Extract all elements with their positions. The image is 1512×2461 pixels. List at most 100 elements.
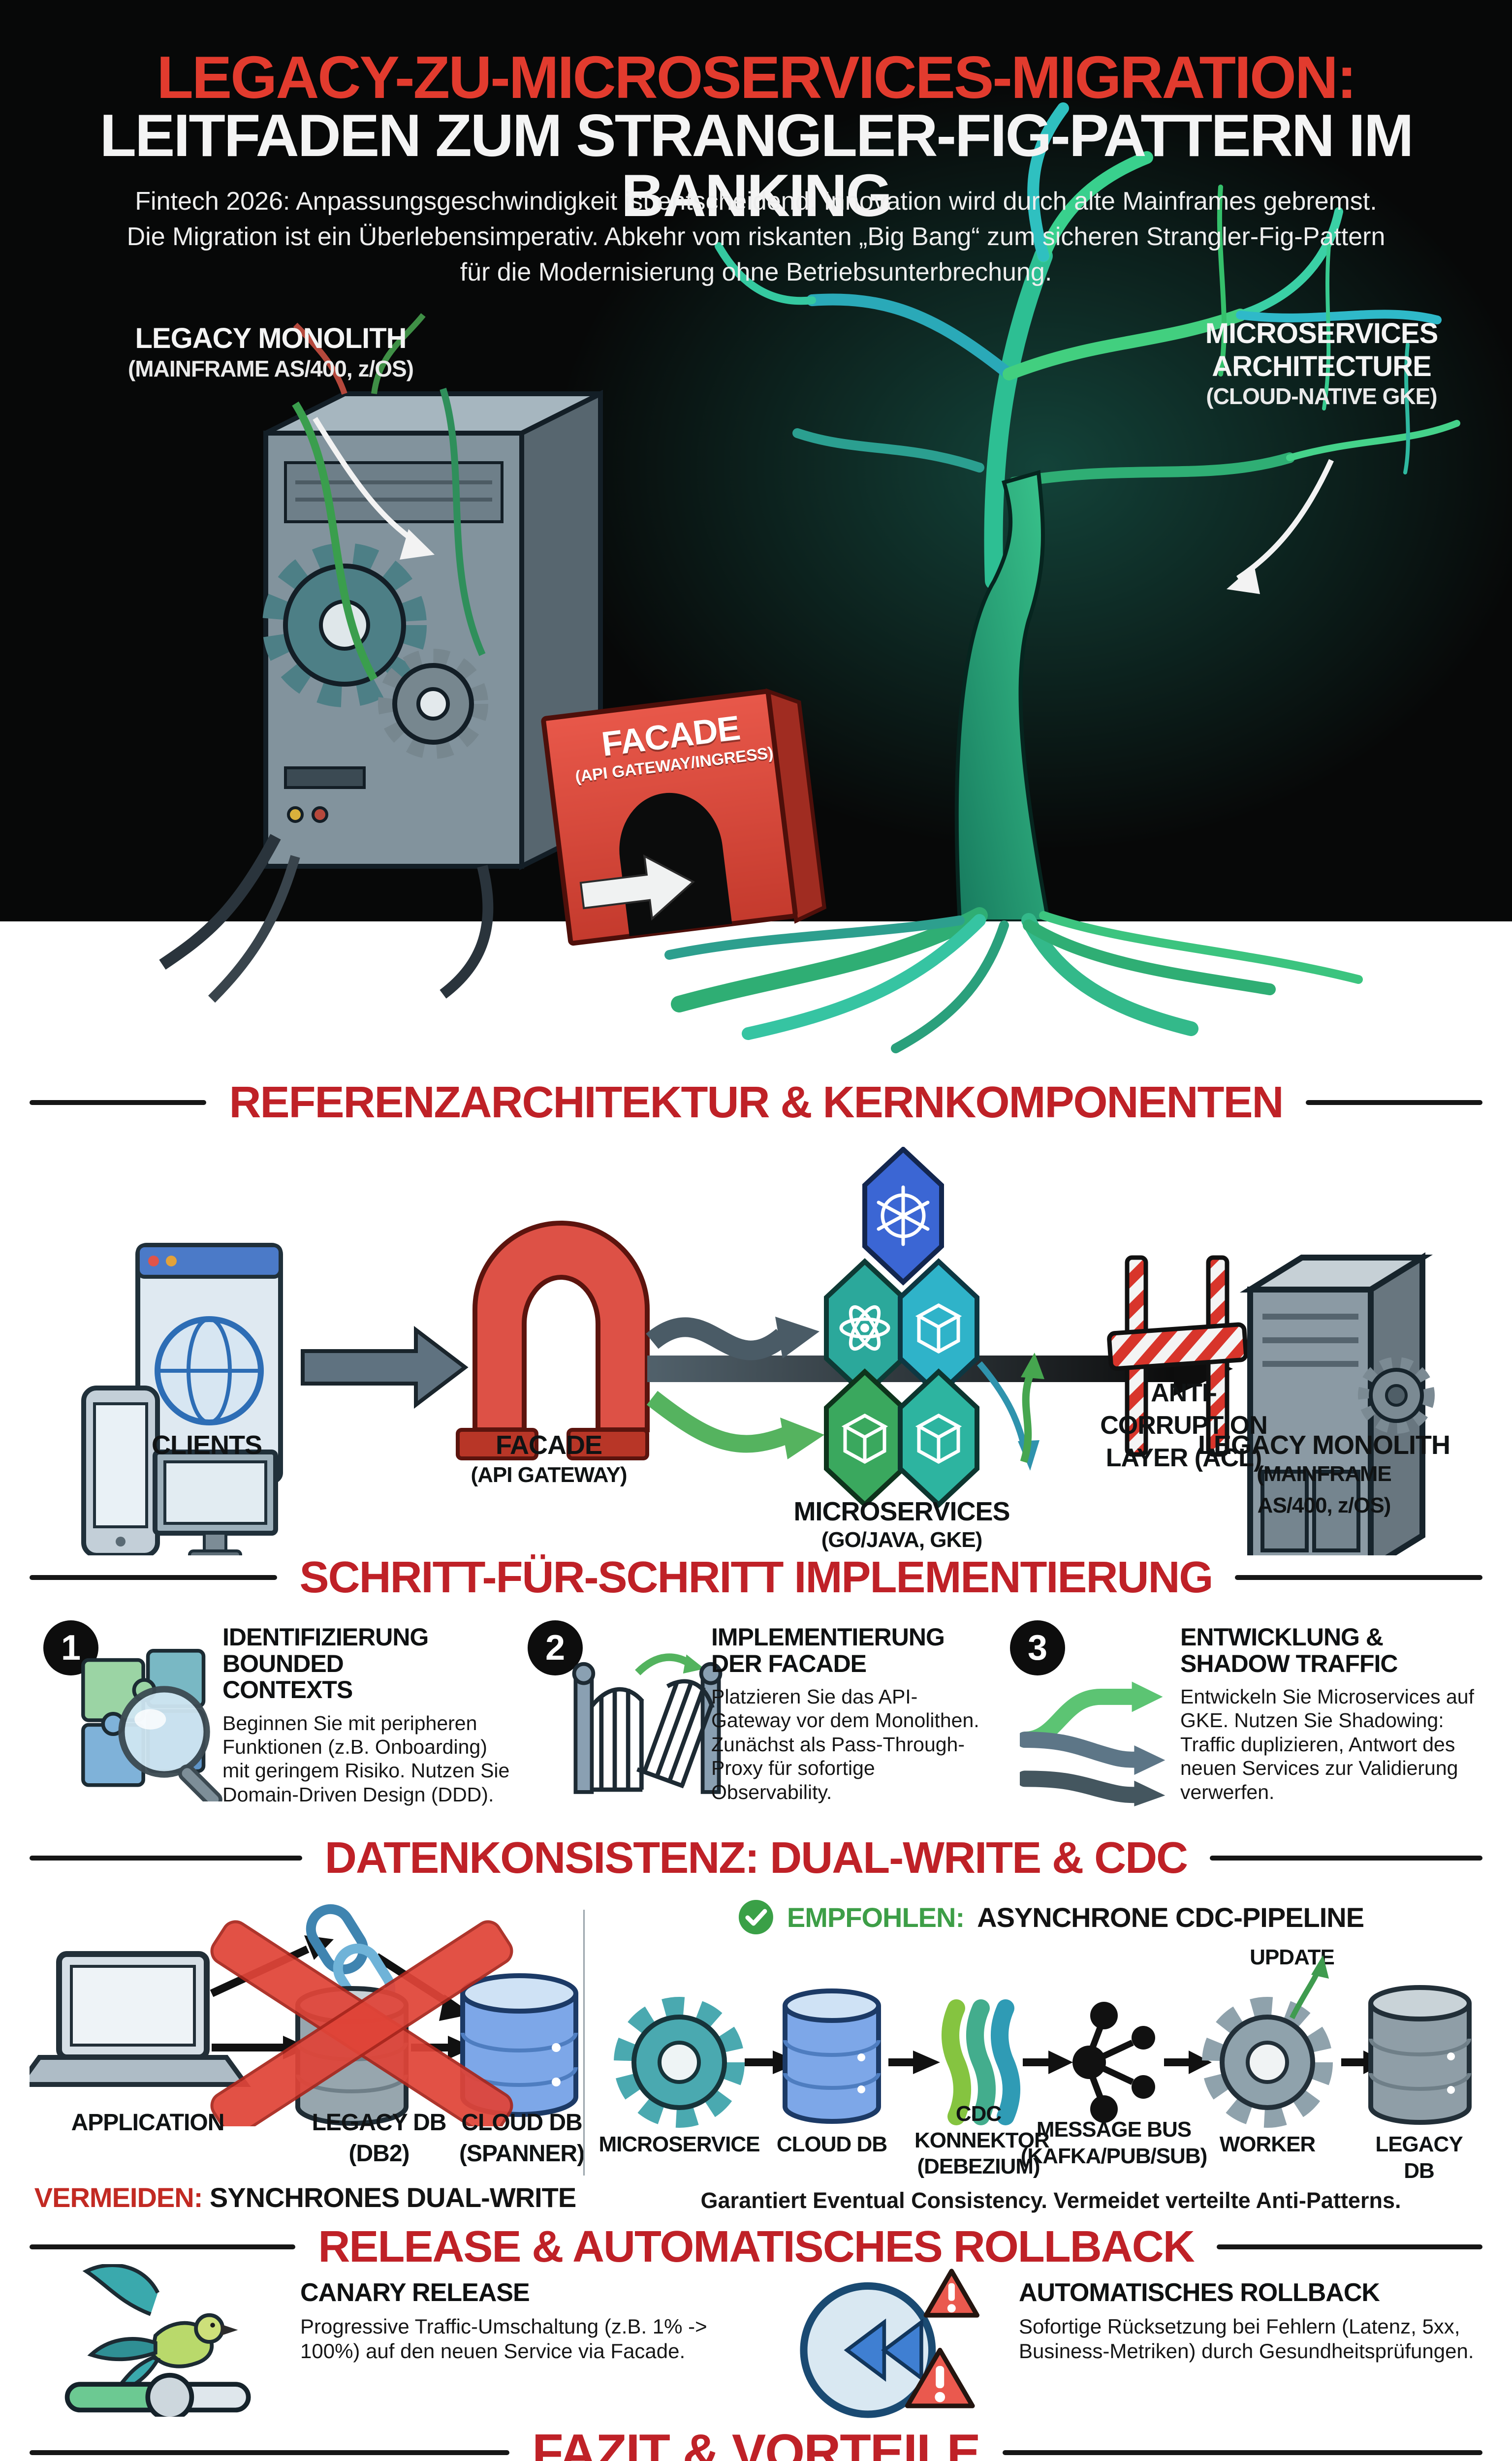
avoid-caption: VERMEIDEN: SYNCHRONES DUAL-WRITE — [34, 2181, 576, 2213]
cdc-caption: Garantiert Eventual Consistency. Vermeid… — [700, 2188, 1401, 2213]
page-subtitle: Fintech 2026: Anpassungsgeschwindigkeit … — [126, 187, 1386, 286]
divider-line — [1235, 1575, 1482, 1580]
warning-triangle-icon — [923, 2269, 979, 2318]
slider-knob — [145, 2372, 194, 2417]
rewind-warning-icon — [800, 2269, 979, 2418]
rollback-title: AUTOMATISCHES ROLLBACK — [1019, 2278, 1380, 2307]
clients-to-facade-arrow — [301, 1325, 469, 1409]
section-architecture-header: REFERENZARCHITEKTUR & KERNKOMPONENTEN — [30, 1075, 1482, 1130]
step-2: IMPLEMENTIERUNG DER FACADE Platzieren Si… — [711, 1624, 997, 1804]
section-conclusion-header: FAZIT & VORTEILE — [30, 2424, 1483, 2461]
hummingbird-slider-icon — [64, 2264, 251, 2417]
arrow-through-facade — [579, 854, 695, 921]
tree-roots — [664, 907, 1363, 1053]
cdc-heading-rest: ASYNCHRONE CDC-PIPELINE — [977, 1901, 1364, 1933]
canary-release-block: CANARY RELEASE Progressive Traffic-Umsch… — [300, 2278, 714, 2364]
divider-line — [1002, 2450, 1483, 2455]
pipeline-label-message-bus: MESSAGE BUS (KAFKA/PUB/SUB) — [1021, 2116, 1208, 2169]
facade-to-microservices-arrow — [646, 1317, 789, 1360]
section-steps-title: SCHRITT-FÜR-SCHRITT IMPLEMENTIERUNG — [299, 1552, 1214, 1602]
acl-label-line1: ANTI- — [1151, 1379, 1217, 1407]
striped-barrier-icon — [1107, 1255, 1248, 1457]
facade-label: FACADE — [495, 1430, 602, 1460]
page-title-line2: LEITFADEN ZUM STRANGLER-FIG-PATTERN IM B… — [99, 102, 1414, 229]
divider-line — [1210, 1856, 1483, 1861]
facade-to-services-green-arrow — [646, 1390, 791, 1453]
debezium-icon — [942, 1999, 1020, 2125]
acl-label-line2: CORRUPTION — [1100, 1411, 1268, 1440]
cdc-pipeline-diagram — [614, 1955, 1472, 2128]
gear-icon — [1202, 1997, 1333, 2128]
column-divider — [583, 1910, 585, 2176]
hero-illustration — [0, 0, 1512, 1053]
hero-label-microservices-sub: (CLOUD-NATIVE GKE) — [1206, 383, 1437, 410]
avoid-caption-label: VERMEIDEN: — [34, 2182, 203, 2213]
arch-gateway-icon — [456, 1221, 650, 1460]
step-3-body: Entwickeln Sie Microservices auf GKE. Nu… — [1180, 1685, 1474, 1803]
pipeline-label-cdc-sub: (DEBEZIUM) — [917, 2154, 1040, 2179]
step-3-badge: 3 — [1010, 1620, 1065, 1675]
microservices-label: MICROSERVICES — [793, 1497, 1010, 1526]
avoid-caption-rest: SYNCHRONES DUAL-WRITE — [209, 2182, 576, 2213]
legacy-db-label: LEGACY DB — [312, 2110, 447, 2136]
legacy-db-sublabel: (DB2) — [348, 2141, 410, 2167]
section-data-consistency-header: DATENKONSISTENZ: DUAL-WRITE & CDC — [30, 1831, 1483, 1885]
divider-line — [1216, 2244, 1482, 2249]
mainframe-machine — [159, 313, 603, 1003]
database-icon — [783, 1988, 881, 2124]
step-1-body: Beginnen Sie mit peripheren Funktionen (… — [222, 1711, 510, 1806]
divider-line — [30, 2450, 510, 2455]
hero-label-microservices: MICROSERVICES ARCHITECTURE (CLOUD-NATIVE… — [1147, 317, 1496, 410]
hexagon-cluster-icon — [824, 1147, 979, 1508]
pipeline-label-cdc: CDC KONNEKTOR (DEBEZIUM) — [914, 2101, 1050, 2180]
section-release-header: RELEASE & AUTOMATISCHES ROLLBACK — [30, 2220, 1482, 2274]
database-icon — [1368, 1985, 1472, 2125]
section-architecture-title: REFERENZARCHITEKTUR & KERNKOMPONENTEN — [229, 1077, 1284, 1127]
canary-release-body: Progressive Traffic-Umschaltung (z.B. 1%… — [300, 2315, 707, 2363]
pipeline-label-worker: WORKER — [1219, 2132, 1316, 2156]
cdc-heading: EMPFOHLEN: ASYNCHRONE CDC-PIPELINE — [738, 1899, 1364, 1935]
kafka-icon — [1072, 2002, 1155, 2123]
label-pointer-arrows — [313, 417, 1334, 594]
red-x-mark — [210, 1920, 513, 2126]
gate-icon — [572, 1653, 723, 1794]
section-steps-header: SCHRITT-FÜR-SCHRITT IMPLEMENTIERUNG — [30, 1550, 1482, 1605]
cdc-heading-label: EMPFOHLEN: — [787, 1901, 965, 1933]
tree-trunk — [954, 470, 1051, 921]
legacy-monolith-sub1: (MAINFRAME — [1257, 1462, 1392, 1486]
puzzle-magnifier-icon — [81, 1649, 222, 1801]
warning-triangle-icon — [905, 2348, 975, 2408]
divider-line — [30, 1856, 302, 1861]
pipeline-label-legacy-db: LEGACY DB — [1375, 2132, 1463, 2183]
line-to-acl-green-arrow — [1020, 1366, 1036, 1463]
divider-line — [30, 1575, 277, 1580]
devices-icon — [81, 1243, 283, 1555]
facade-sublabel: (API GATEWAY) — [471, 1463, 627, 1487]
legacy-monolith-label: LEGACY MONOLITH — [1197, 1430, 1450, 1460]
clients-label: CLIENTS — [151, 1430, 262, 1460]
check-circle-icon — [738, 1900, 773, 1934]
divider-line — [1305, 1100, 1482, 1105]
step-2-badge: 2 — [528, 1620, 583, 1675]
pipeline-label-microservice: MICROSERVICE — [598, 2132, 760, 2156]
section-release-title: RELEASE & AUTOMATISCHES ROLLBACK — [318, 2222, 1195, 2272]
step-2-body: Platzieren Sie das API-Gateway vor dem M… — [711, 1685, 979, 1803]
application-label: APPLICATION — [71, 2110, 225, 2136]
gear-icon — [614, 1997, 745, 2128]
pipeline-label-bus-main: MESSAGE BUS — [1036, 2117, 1192, 2142]
rollback-block: AUTOMATISCHES ROLLBACK Sofortige Rückset… — [1019, 2278, 1486, 2364]
step-3-title: ENTWICKLUNG & SHADOW TRAFFIC — [1180, 1623, 1398, 1677]
canary-release-title: CANARY RELEASE — [300, 2278, 530, 2307]
laptop-chain-databases-icon — [30, 1904, 578, 2126]
step-1: IDENTIFIZIERUNG BOUNDED CONTEXTS Beginne… — [222, 1624, 513, 1806]
reference-architecture-diagram — [81, 1147, 1435, 1555]
section-conclusion-title: FAZIT & VORTEILE — [532, 2424, 981, 2461]
section-data-consistency-title: DATENKONSISTENZ: DUAL-WRITE & CDC — [324, 1833, 1188, 1883]
server-tower-icon — [1239, 1252, 1435, 1555]
legacy-monolith-sub2: AS/400, z/OS) — [1257, 1493, 1391, 1517]
hero-label-legacy-sub: (MAINFRAME AS/400, z/OS) — [127, 355, 414, 381]
hero-label-legacy: LEGACY MONOLITH (MAINFRAME AS/400, z/OS) — [54, 322, 487, 382]
pipeline-label-cloud-db: CLOUD DB — [776, 2132, 887, 2156]
hero-label-legacy-title: LEGACY MONOLITH — [135, 322, 407, 354]
strangler-tree — [551, 84, 1512, 921]
